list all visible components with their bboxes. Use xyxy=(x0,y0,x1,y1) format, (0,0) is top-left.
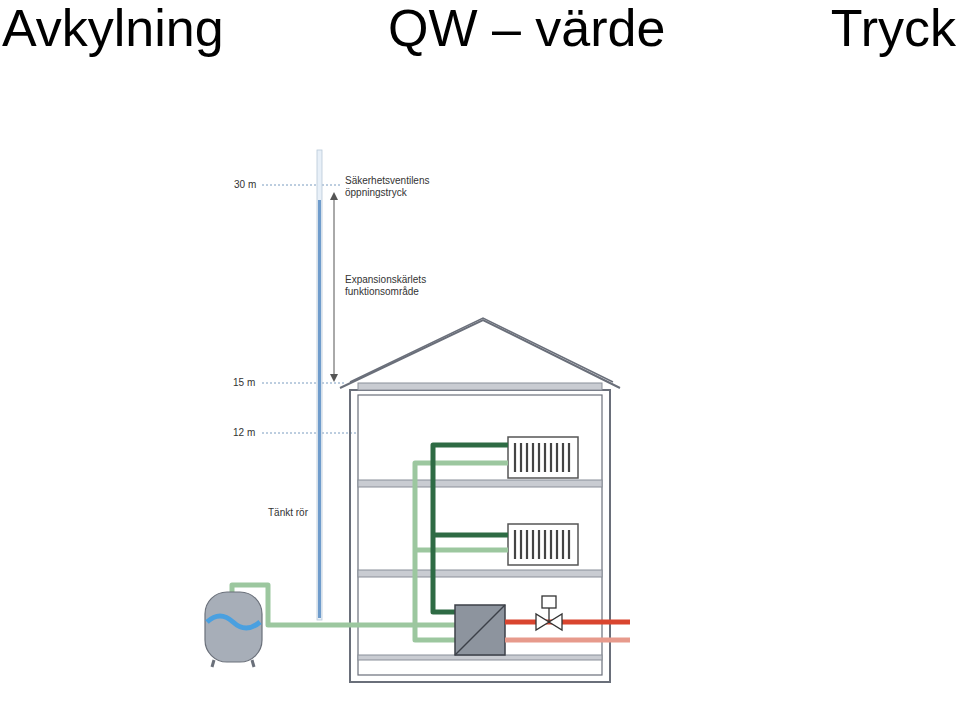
level-label: 15 m xyxy=(233,377,255,389)
level-label: 30 m xyxy=(234,179,256,191)
valve-note: Säkerhetsventilens öppningstryck xyxy=(345,175,455,199)
slide-heading: Avkylning xyxy=(2,2,224,54)
slide-heading: Tryck xyxy=(831,2,956,54)
level-label: 12 m xyxy=(233,427,255,439)
pipe-note: Tänkt rör xyxy=(268,507,308,519)
range-note: Expansionskärlets funktionsområde xyxy=(345,274,455,298)
slide-heading: QW – värde xyxy=(388,2,665,54)
